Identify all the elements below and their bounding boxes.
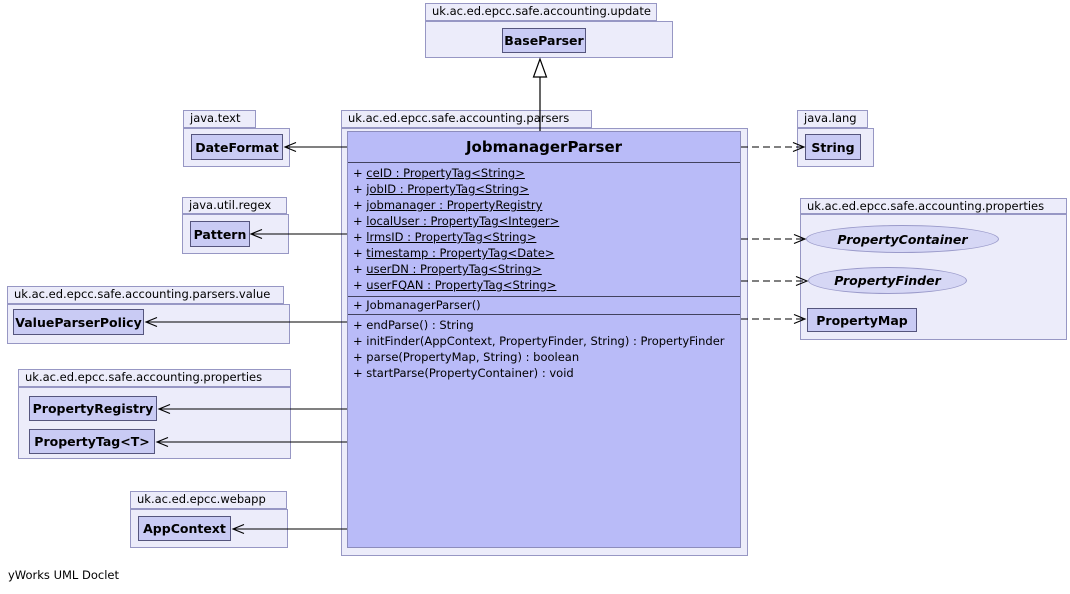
class-node-propertytag[interactable]: PropertyTag<T> [29,429,155,454]
constructor-row: + JobmanagerParser() [353,298,481,312]
field-row: + lrmsID : PropertyTag<String> [353,230,537,244]
dependency-arrow-propertyfinder [741,275,809,287]
dependency-arrow-string [741,141,806,153]
package-tab-update: uk.ac.ed.epcc.safe.accounting.update [425,3,657,21]
package-tab-webapp: uk.ac.ed.epcc.webapp [130,491,287,509]
class-node-dateformat[interactable]: DateFormat [191,134,283,160]
interface-node-propertycontainer[interactable]: PropertyContainer [806,225,999,253]
class-node-baseparser[interactable]: BaseParser [502,28,586,53]
field-row: + ceID : PropertyTag<String> [353,166,525,180]
method-row: + startParse(PropertyContainer) : void [353,366,574,380]
class-node-propertyregistry[interactable]: PropertyRegistry [29,396,157,421]
package-tab-parsers: uk.ac.ed.epcc.safe.accounting.parsers [341,110,592,128]
method-row: + initFinder(AppContext, PropertyFinder,… [353,334,725,348]
package-tab-java-lang: java.lang [797,110,868,128]
package-tab-properties-left: uk.ac.ed.epcc.safe.accounting.properties [18,369,291,387]
class-fields-section: + ceID : PropertyTag<String> + jobID : Pr… [348,163,740,297]
dependency-arrow-propertymap [741,313,807,325]
method-row: + parse(PropertyMap, String) : boolean [353,350,580,364]
association-arrow-dateformat [283,141,347,153]
doclet-credit-label: yWorks UML Doclet [8,568,119,582]
class-title-jobmanagerparser[interactable]: JobmanagerParser [348,132,740,163]
package-tab-parsers-value: uk.ac.ed.epcc.safe.accounting.parsers.va… [7,286,284,304]
package-tab-properties-right: uk.ac.ed.epcc.safe.accounting.properties [800,198,1067,214]
package-tab-java-text: java.text [183,110,256,128]
field-row: + userFQAN : PropertyTag<String> [353,278,557,292]
interface-node-propertyfinder[interactable]: PropertyFinder [808,267,967,294]
field-row: + timestamp : PropertyTag<Date> [353,246,555,260]
field-row: + localUser : PropertyTag<Integer> [353,214,560,228]
dependency-arrow-propertycontainer [741,233,807,245]
class-node-jobmanagerparser[interactable]: JobmanagerParser + ceID : PropertyTag<St… [347,131,741,548]
field-row: + jobmanager : PropertyRegistry [353,198,543,212]
method-row: + endParse() : String [353,318,474,332]
field-row: + jobID : PropertyTag<String> [353,182,529,196]
class-node-valueparserpolicy[interactable]: ValueParserPolicy [13,309,144,335]
class-methods-section: + endParse() : String + initFinder(AppCon… [348,315,740,556]
package-tab-java-util-regex: java.util.regex [182,197,287,214]
class-node-appcontext[interactable]: AppContext [138,516,231,541]
class-node-propertymap[interactable]: PropertyMap [807,308,917,332]
class-constructors-section: + JobmanagerParser() [348,297,740,315]
class-node-string[interactable]: String [805,134,861,160]
field-row: + userDN : PropertyTag<String> [353,262,542,276]
class-node-pattern[interactable]: Pattern [190,221,250,247]
